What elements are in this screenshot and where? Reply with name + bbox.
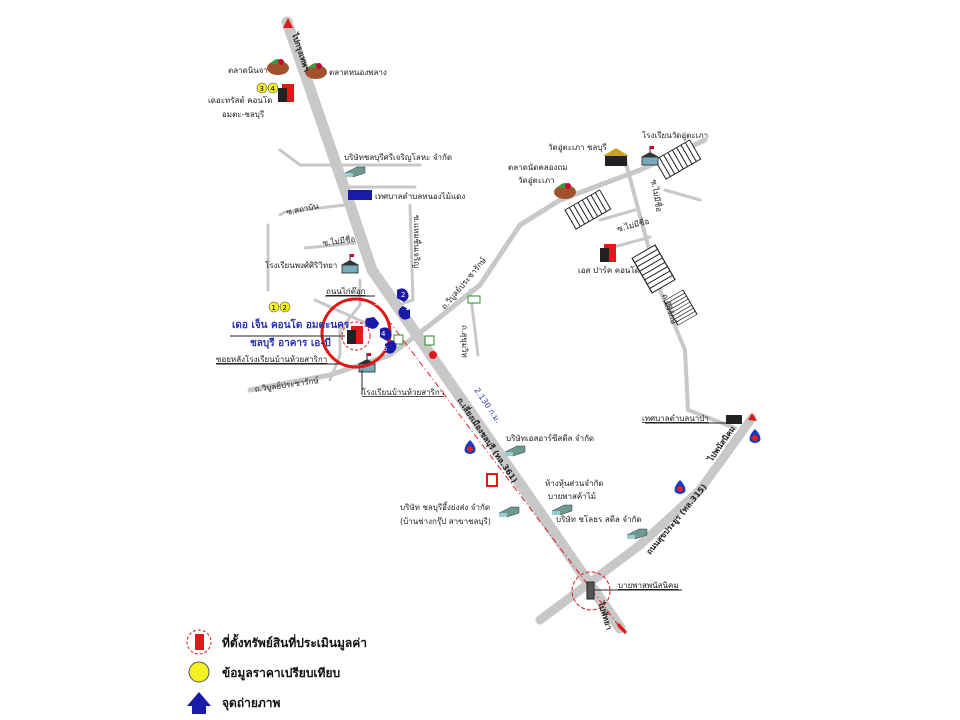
gas-station-icon <box>749 429 761 443</box>
factory-icon <box>498 506 520 518</box>
svg-text:2: 2 <box>401 291 405 299</box>
svg-text:จุดถ่ายภาพ: จุดถ่ายภาพ <box>222 696 281 711</box>
svg-text:ซ.ไม่มีชื่อ: ซ.ไม่มีชื่อ <box>322 232 356 247</box>
svg-text:อมตะ-ชลบุรี: อมตะ-ชลบุรี <box>222 110 265 119</box>
factory-icon <box>344 166 366 178</box>
shop-icon <box>486 473 498 487</box>
gas-station-icon <box>674 480 686 494</box>
temple-icon <box>605 156 627 166</box>
svg-text:ตลาดนัดคลองถม: ตลาดนัดคลองถม <box>508 163 568 172</box>
svg-text:ถนนไก่ต๊อก: ถนนไก่ต๊อก <box>326 286 366 296</box>
road-315-label: ถนนสุขประยูร (ทล.315) <box>645 482 710 556</box>
condo-icon <box>600 244 616 262</box>
svg-text:ที่ตั้งทรัพย์สินที่ประเมินมูลค: ที่ตั้งทรัพย์สินที่ประเมินมูลค่า <box>222 633 367 651</box>
svg-text:บริษัท ชโลธร สตีล จำกัด: บริษัท ชโลธร สตีล จำกัด <box>556 514 642 524</box>
svg-text:ตลาดนินจา: ตลาดนินจา <box>228 66 268 75</box>
subject-property-marker <box>341 321 371 351</box>
bank-icon <box>429 351 437 359</box>
svg-text:วัดอู่ตะเภา ชลบุรี: วัดอู่ตะเภา ชลบุรี <box>548 143 607 153</box>
svg-text:4: 4 <box>271 85 276 93</box>
svg-text:3: 3 <box>260 85 264 93</box>
svg-text:ซอยหลังโรงเรียนบ้านห้วยสาริกา: ซอยหลังโรงเรียนบ้านห้วยสาริกา <box>216 354 327 364</box>
svg-text:โรงเรียนพงศ์ศิริวิทยา: โรงเรียนพงศ์ศิริวิทยา <box>265 260 337 270</box>
svg-text:บายพาสค้าไม้: บายพาสค้าไม้ <box>548 492 596 501</box>
gas-station-icon <box>464 440 476 454</box>
subject-condo-icon <box>347 326 363 344</box>
arrow-east-icon <box>748 413 757 421</box>
svg-text:3: 3 <box>374 299 378 307</box>
market-icon <box>554 183 576 199</box>
svg-text:ตลาดหนองพลาง: ตลาดหนองพลาง <box>329 68 387 77</box>
svg-text:2: 2 <box>283 304 287 312</box>
school-icon <box>640 145 660 166</box>
bank-icon <box>467 295 481 304</box>
factory-icon <box>551 504 573 516</box>
svg-text:ถ.สุขุมวิท: ถ.สุขุมวิท <box>460 325 469 358</box>
svg-text:ซ.ไม่มีชื่อ: ซ.ไม่มีชื่อ <box>649 178 666 212</box>
legend-comparable-icon <box>188 661 210 683</box>
svg-text:ห้างหุ้นส่วนจำกัด: ห้างหุ้นส่วนจำกัด <box>545 479 603 488</box>
svg-text:เอส ปาร์ค คอนโด: เอส ปาร์ค คอนโด <box>578 265 640 275</box>
svg-text:วัดอู่ตะเภา: วัดอู่ตะเภา <box>518 176 554 186</box>
municipality-icon <box>726 415 742 424</box>
svg-text:(บ้านช่างกรุ๊ป สาขาชลบุรี): (บ้านช่างกรุ๊ป สาขาชลบุรี) <box>400 516 491 526</box>
svg-text:โรงเรียนวัดอู่ตะเภา: โรงเรียนวัดอู่ตะเภา <box>642 130 708 141</box>
legend-subject-icon <box>186 629 212 655</box>
school-icon <box>340 253 360 274</box>
svg-text:บริษัท ชลบุรีอึ้งย่งส่ง จำกัด: บริษัท ชลบุรีอึ้งย่งส่ง จำกัด <box>400 501 490 512</box>
comparable-markers: 3 4 1 2 <box>256 82 291 313</box>
svg-text:4: 4 <box>381 330 386 338</box>
temple-roof <box>603 148 629 156</box>
svg-text:1: 1 <box>405 304 409 312</box>
legend: ที่ตั้งทรัพย์สินที่ประเมินมูลค่า ข้อมูลร… <box>186 629 367 714</box>
photo-points: 3 2 1 4 5 <box>363 285 414 357</box>
svg-text:เทศบาลตำบลหนองไม้แดง: เทศบาลตำบลหนองไม้แดง <box>375 192 465 201</box>
svg-text:ซ.สถาบัน: ซ.สถาบัน <box>286 201 320 217</box>
map-labels: ไปกรุงเทพฯ ไปพัทยา ไปพนัสนิคม ถ.เลี่ยงเม… <box>208 31 737 631</box>
svg-text:บายพาสพนัสนิคม: บายพาสพนัสนิคม <box>618 581 679 590</box>
svg-text:บริษัทเอสอาร์ซีสตีล จำกัด: บริษัทเอสอาร์ซีสตีล จำกัด <box>506 433 594 443</box>
main-highway <box>281 16 626 634</box>
market-icon <box>267 59 289 75</box>
svg-text:บริษัทชลบุรีศรีเจริญโลหะ จำกัด: บริษัทชลบุรีศรีเจริญโลหะ จำกัด <box>344 152 452 162</box>
traffic-light-icon <box>586 581 595 600</box>
svg-text:ข้อมูลราคาเปรียบเทียบ: ข้อมูลราคาเปรียบเทียบ <box>222 666 340 681</box>
road-sirirak <box>623 158 737 430</box>
seven-eleven-icon <box>393 334 404 345</box>
svg-text:1: 1 <box>272 304 276 312</box>
legend-photo-icon <box>187 692 211 714</box>
arrow-south-icon <box>616 623 628 635</box>
svg-text:เดอะทรัสต์ คอนโด: เดอะทรัสต์ คอนโด <box>208 95 272 105</box>
svg-text:ถ.วิบูลย์ประชารักษ์: ถ.วิบูลย์ประชารักษ์ <box>254 375 320 395</box>
road-to-wat <box>247 137 708 393</box>
svg-text:5: 5 <box>383 345 387 353</box>
subject-name-2: ชลบุรี อาคาร เอ-บี <box>250 337 331 349</box>
municipality-icon <box>348 190 372 200</box>
junction-circle <box>571 571 611 611</box>
arrow-north-icon <box>283 18 293 28</box>
factory-icon <box>504 445 526 457</box>
svg-text:ซ.แหมชื่นเจริญ: ซ.แหมชื่นเจริญ <box>412 215 423 268</box>
subject-name-1: เดอ เจ็น คอนโด อมตะนคร <box>232 317 350 331</box>
svg-text:โรงเรียนบ้านห้วยสาริกา: โรงเรียนบ้านห้วยสาริกา <box>362 387 444 397</box>
svg-text:เทศบาลตำบลนาป่า: เทศบาลตำบลนาป่า <box>642 414 709 423</box>
condo-icon <box>278 84 294 102</box>
seven-eleven-icon <box>424 335 435 346</box>
